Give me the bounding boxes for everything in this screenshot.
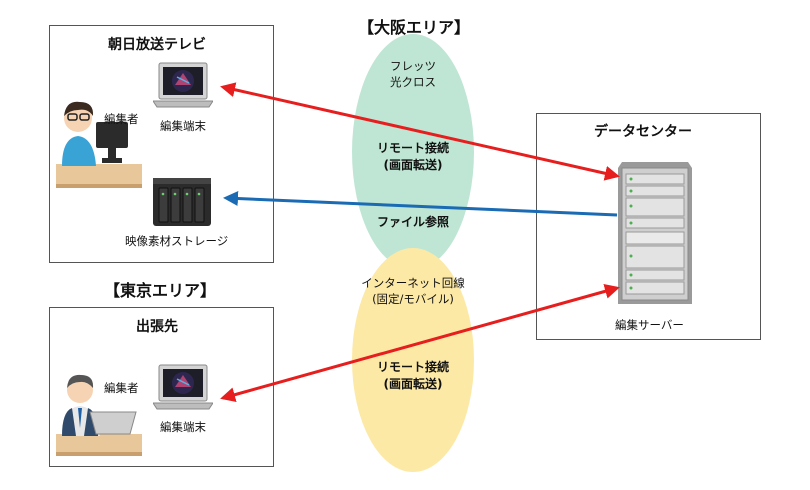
remote-editor-person-icon (56, 374, 142, 456)
asahi-editor-label: 編集者 (104, 112, 139, 126)
osaka-network-line1: フレッツ (390, 59, 436, 73)
remote-connection-arrow-osaka (220, 82, 620, 181)
laptop-icon (153, 62, 213, 108)
storage-nas-icon (153, 178, 211, 226)
file-reference-label: ファイル参照 (376, 215, 449, 229)
tokyo-area-label: 【東京エリア】 (104, 281, 217, 300)
server-rack-icon (618, 162, 692, 304)
storage-label: 映像素材ストレージ (125, 234, 229, 248)
asahi-tv-title: 朝日放送テレビ (108, 37, 206, 53)
remote-editor-label: 編集者 (104, 381, 139, 395)
remote-terminal-label: 編集端末 (160, 420, 206, 434)
remote-connection-arrow-tokyo (220, 284, 620, 402)
osaka-area-label: 【大阪エリア】 (358, 18, 471, 37)
editor-person-icon (56, 101, 142, 188)
remote-laptop-icon (153, 364, 213, 410)
asahi-terminal-label: 編集端末 (160, 119, 206, 133)
file-reference-arrow (223, 191, 618, 217)
asahi-tv-box: 朝日放送テレビ 編集者 編集端末 映像素材ストレージ (49, 25, 274, 263)
business-trip-title: 出張先 (136, 319, 178, 335)
server-label: 編集サーバー (615, 318, 684, 332)
